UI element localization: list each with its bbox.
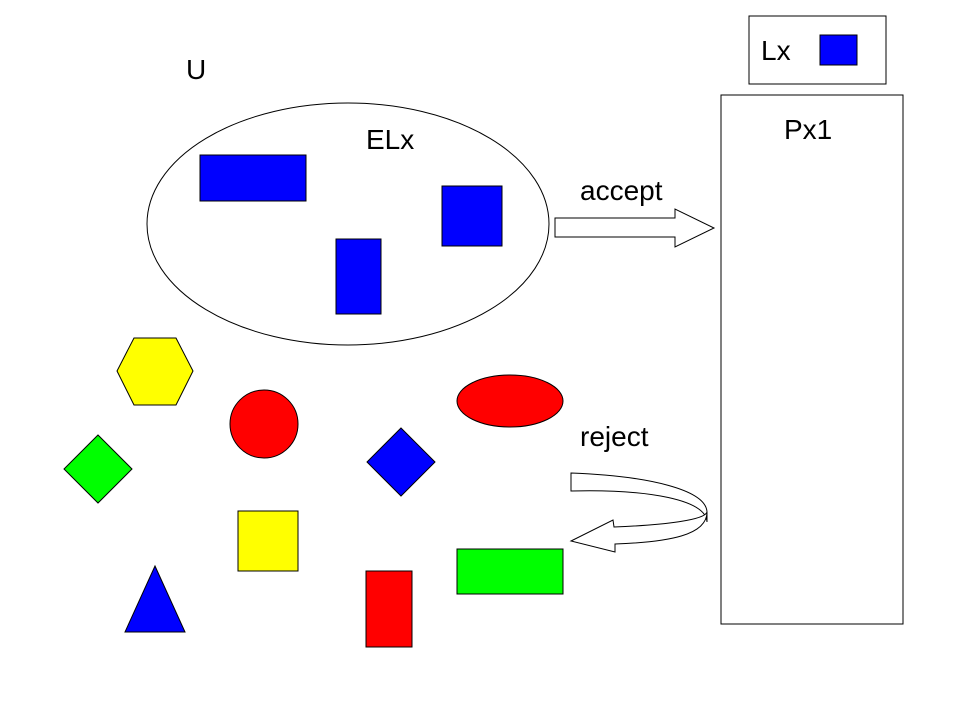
yellow-hexagon — [116, 337, 194, 406]
blue-tall-rectangle — [335, 238, 382, 315]
arrow-right-icon — [554, 208, 716, 248]
blue-square — [441, 185, 503, 247]
legend-label: Lx — [761, 35, 791, 66]
yellow-square — [237, 510, 299, 572]
set-ellipse — [146, 102, 550, 346]
blue-wide-rectangle — [199, 154, 307, 202]
target-box-title: Px1 — [784, 114, 832, 145]
blue-triangle — [124, 564, 186, 633]
curved-arrow-left-icon — [569, 472, 708, 553]
legend-box — [748, 15, 887, 85]
green-wide-rectangle — [456, 548, 564, 595]
green-diamond — [63, 434, 133, 504]
red-ellipse — [456, 374, 564, 428]
legend-swatch — [819, 34, 858, 66]
universe-label: U — [186, 54, 206, 85]
red-tall-rectangle — [365, 570, 413, 648]
target-box — [720, 94, 904, 625]
reject-label: reject — [580, 421, 649, 452]
red-circle — [229, 389, 299, 459]
set-ellipse-label: ELx — [366, 124, 414, 155]
accept-label: accept — [580, 175, 663, 206]
blue-diamond — [366, 427, 436, 497]
